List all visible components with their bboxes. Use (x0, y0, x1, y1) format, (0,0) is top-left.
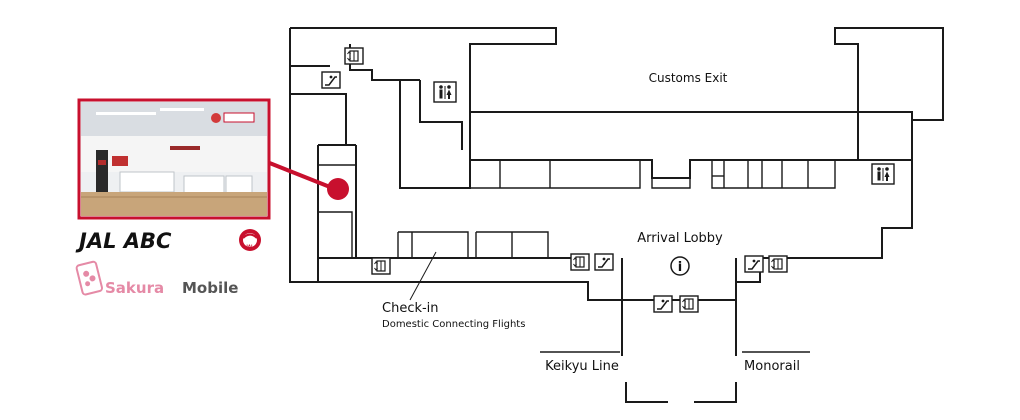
check-in-label: Check-in (382, 301, 439, 316)
info-glyph: i (678, 260, 682, 275)
escalator-icon (321, 71, 341, 89)
sakura-mobile-logo: Sakura Mobile (75, 260, 238, 297)
callout-line (261, 158, 336, 191)
keikyu-line-label: Keikyu Line (545, 359, 619, 374)
info-icon: i (670, 256, 690, 276)
customs-exit-label: Customs Exit (649, 71, 728, 85)
elevator-icon (371, 257, 391, 275)
check-in-sublabel: Domestic Connecting Flights (382, 319, 525, 330)
restroom-icon (433, 81, 457, 103)
escalator-icon (594, 253, 614, 271)
arrival-lobby-label: Arrival Lobby (637, 231, 723, 246)
elevator-icon (344, 47, 364, 65)
restroom-icon (871, 163, 895, 185)
elevator-icon (679, 295, 699, 313)
elevator-icon (570, 253, 590, 271)
jal-abc-logo: JAL ABC (75, 229, 172, 253)
store-photo (77, 98, 271, 220)
escalator-icon (744, 255, 764, 273)
mobile-text: Mobile (182, 279, 238, 297)
escalator-icon (653, 295, 673, 313)
sakura-text: Sakura (105, 279, 164, 297)
jal-crane-logo-text: JAL (245, 244, 254, 249)
floor-plan-walls (289, 27, 944, 403)
location-marker-icon (327, 178, 349, 200)
monorail-label: Monorail (744, 359, 800, 374)
jal-crane-logo: JAL (239, 229, 261, 251)
check-in-leader-line (409, 251, 437, 301)
phone-icon (75, 260, 104, 296)
elevator-icon (768, 255, 788, 273)
